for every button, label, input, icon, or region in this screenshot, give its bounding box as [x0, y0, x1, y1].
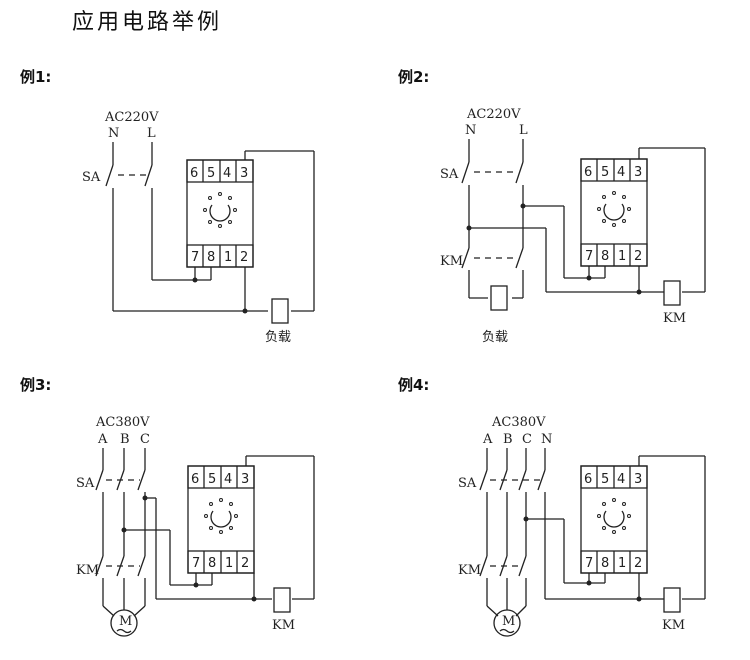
- svg-text:5: 5: [207, 166, 215, 181]
- svg-text:2: 2: [634, 249, 642, 264]
- load-box: [271, 298, 289, 324]
- phase-label-l: L: [147, 126, 156, 141]
- motor-symbol: [110, 609, 138, 637]
- phase-label-c: C: [140, 432, 150, 447]
- switch-label-km: KM: [440, 254, 463, 269]
- svg-text:3: 3: [634, 165, 642, 180]
- motor-label: M: [119, 614, 132, 629]
- svg-text:5: 5: [601, 472, 609, 487]
- load-box: [490, 285, 508, 311]
- svg-text:4: 4: [224, 472, 232, 487]
- relay-socket-dots: [597, 498, 631, 534]
- coil-km-box: [663, 280, 681, 306]
- svg-text:3: 3: [240, 166, 248, 181]
- switch-label-sa: SA: [458, 476, 477, 491]
- switch-label-km: KM: [76, 563, 99, 578]
- supply-label: AC220V: [104, 110, 159, 125]
- coil-label: KM: [662, 618, 685, 633]
- svg-text:7: 7: [192, 556, 200, 571]
- svg-text:6: 6: [190, 166, 198, 181]
- svg-text:2: 2: [240, 250, 248, 265]
- switch-contact-l: [144, 164, 153, 187]
- svg-text:3: 3: [241, 472, 249, 487]
- example-2-circuit: AC220V N L SA KM 负载 6 5 4 3 7 8 1 2: [440, 107, 706, 345]
- svg-text:1: 1: [224, 250, 232, 265]
- svg-text:5: 5: [208, 472, 216, 487]
- svg-text:7: 7: [191, 250, 199, 265]
- svg-text:4: 4: [617, 165, 625, 180]
- svg-text:6: 6: [584, 472, 592, 487]
- svg-text:2: 2: [241, 556, 249, 571]
- svg-text:2: 2: [634, 556, 642, 571]
- svg-text:8: 8: [208, 556, 216, 571]
- load-label: 负载: [482, 330, 508, 345]
- switch-label-sa: SA: [76, 476, 95, 491]
- svg-text:3: 3: [634, 472, 642, 487]
- svg-text:6: 6: [191, 472, 199, 487]
- svg-text:4: 4: [223, 166, 231, 181]
- switch-label-sa: SA: [82, 170, 101, 185]
- load-label: 负载: [265, 330, 291, 345]
- svg-text:8: 8: [601, 556, 609, 571]
- motor-symbol: [493, 609, 521, 637]
- relay-socket-dots: [203, 192, 237, 228]
- motor-label: M: [502, 614, 515, 629]
- svg-text:8: 8: [207, 250, 215, 265]
- example-4-circuit: AC380V A B C N SA KM M 6 5 4 3 7 8 1 2: [458, 415, 706, 637]
- phase-label-c: C: [522, 432, 532, 447]
- svg-text:6: 6: [584, 165, 592, 180]
- example-1-circuit: AC220V N L SA 6 5 4 3 7 8 1 2: [82, 110, 315, 345]
- phase-label-b: B: [120, 432, 130, 447]
- phase-label-n: N: [465, 123, 476, 138]
- relay-socket-dots: [597, 191, 631, 227]
- svg-text:5: 5: [601, 165, 609, 180]
- coil-km-box: [663, 587, 681, 613]
- svg-text:7: 7: [585, 249, 593, 264]
- example-2-label: 例2:: [398, 68, 430, 86]
- supply-label: AC380V: [95, 415, 150, 430]
- example-3-circuit: AC380V A B C SA KM M 6 5 4 3 7 8 1 2: [76, 415, 315, 637]
- coil-km-box: [273, 587, 291, 613]
- coil-label: KM: [272, 618, 295, 633]
- page-title: 应用电路举例: [72, 10, 223, 35]
- example-3-label: 例3:: [20, 376, 52, 394]
- supply-label: AC220V: [466, 107, 521, 122]
- svg-text:8: 8: [601, 249, 609, 264]
- switch-contact-n: [105, 164, 114, 187]
- switch-label-sa: SA: [440, 167, 459, 182]
- svg-text:1: 1: [618, 556, 626, 571]
- example-4-label: 例4:: [398, 376, 430, 394]
- svg-text:1: 1: [618, 249, 626, 264]
- phase-label-n: N: [541, 432, 552, 447]
- supply-label: AC380V: [491, 415, 546, 430]
- example-1-label: 例1:: [20, 68, 52, 86]
- switch-label-km: KM: [458, 563, 481, 578]
- svg-text:1: 1: [225, 556, 233, 571]
- phase-label-n: N: [108, 126, 119, 141]
- relay-socket-dots: [204, 498, 238, 534]
- coil-label: KM: [663, 311, 686, 326]
- phase-label-l: L: [519, 123, 528, 138]
- svg-text:7: 7: [585, 556, 593, 571]
- phase-label-a: A: [97, 432, 108, 447]
- svg-text:4: 4: [617, 472, 625, 487]
- phase-label-b: B: [503, 432, 513, 447]
- phase-label-a: A: [482, 432, 493, 447]
